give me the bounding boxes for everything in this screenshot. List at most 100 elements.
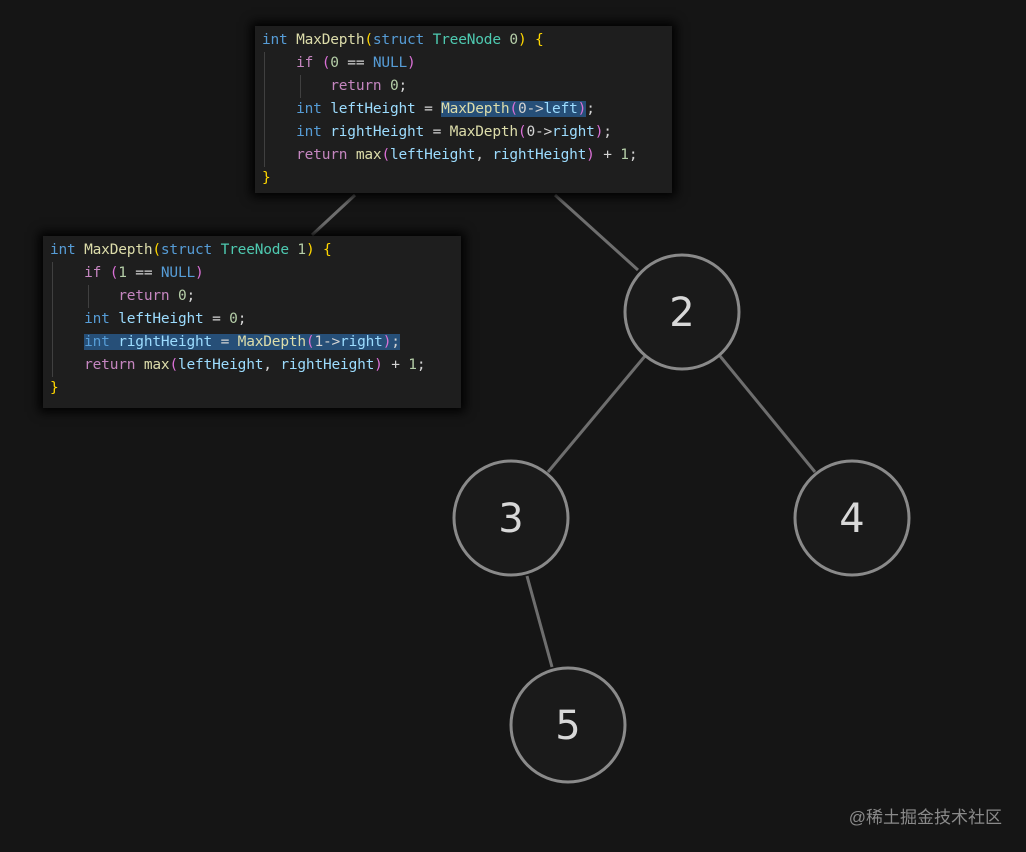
- code-token: ): [407, 55, 416, 71]
- code-line: if (1 == NULL): [50, 262, 454, 285]
- code-token: [262, 55, 296, 71]
- edge-call0-to-call1: [310, 193, 357, 237]
- code-token: int: [84, 334, 110, 350]
- code-token: 1: [620, 147, 629, 163]
- code-token: return: [118, 288, 170, 304]
- tree-node-5: [509, 666, 627, 784]
- code-token: [288, 32, 297, 48]
- code-line: int MaxDepth(struct TreeNode 1) {: [50, 239, 454, 262]
- code-token: [424, 32, 433, 48]
- code-token: 1: [408, 357, 417, 373]
- code-token: [135, 357, 144, 373]
- indent-guide: [52, 331, 53, 354]
- code-token: return: [84, 357, 136, 373]
- node-label: 2: [669, 290, 694, 336]
- code-line: return 0;: [262, 75, 665, 98]
- code-token: int: [50, 242, 76, 258]
- code-line: int rightHeight = MaxDepth(1->right);: [50, 331, 454, 354]
- code-token: (: [509, 101, 518, 117]
- code-token: 0: [177, 288, 187, 304]
- code-token: 0: [330, 55, 339, 71]
- code-token: rightHeight: [118, 334, 213, 350]
- code-token: int: [84, 311, 110, 327]
- edge-call0-to-node-2: [553, 193, 640, 272]
- code-token: (: [152, 242, 161, 258]
- code-token: return: [296, 147, 348, 163]
- code-token: ,: [475, 147, 493, 163]
- code-token: [110, 311, 119, 327]
- code-token: [50, 357, 84, 373]
- code-token: [109, 334, 119, 350]
- code-token: struct: [372, 32, 425, 48]
- indent-guide: [52, 308, 53, 331]
- code-token: ;: [398, 78, 408, 94]
- code-token: ): [594, 124, 604, 140]
- code-token: MaxDepth: [296, 32, 365, 48]
- code-token: [50, 265, 84, 281]
- code-token: ): [382, 334, 392, 350]
- code-line: return max(leftHeight, rightHeight) + 1;: [262, 144, 665, 167]
- code-token: (: [321, 55, 331, 71]
- code-token: leftHeight: [330, 101, 416, 117]
- code-token: (: [109, 265, 119, 281]
- code-token: return: [330, 78, 382, 94]
- code-line: if (0 == NULL): [262, 52, 665, 75]
- code-token: rightHeight: [492, 147, 587, 163]
- code-token: (: [517, 124, 527, 140]
- code-token: MaxDepth: [84, 242, 153, 258]
- code-token: =: [212, 334, 238, 350]
- code-token: right: [340, 334, 383, 350]
- code-token: [76, 242, 85, 258]
- code-token: [381, 78, 390, 94]
- code-token: [313, 55, 322, 71]
- code-line: int MaxDepth(struct TreeNode 0) {: [262, 29, 665, 52]
- code-token: [262, 101, 296, 117]
- indent-guide: [264, 75, 265, 98]
- code-token: MaxDepth: [441, 101, 510, 117]
- code-token: [50, 288, 118, 304]
- edge-2-4: [718, 355, 817, 473]
- code-token: ;: [391, 334, 400, 350]
- code-token: ==: [126, 265, 161, 281]
- code-token: [347, 147, 356, 163]
- node-label: 3: [498, 496, 523, 542]
- code-token: [262, 147, 296, 163]
- code-token: ;: [237, 311, 247, 327]
- tree-node-2: [623, 253, 741, 371]
- code-token: right: [552, 124, 595, 140]
- code-token: leftHeight: [389, 147, 476, 163]
- code-token: [262, 78, 330, 94]
- code-token: int: [262, 32, 288, 48]
- code-token: if: [296, 55, 314, 71]
- edge-3-5: [525, 575, 554, 668]
- code-line: int leftHeight = MaxDepth(0->left);: [262, 98, 665, 121]
- code-token: int: [296, 124, 322, 140]
- code-token: }: [50, 380, 59, 396]
- tree-node-4: [793, 459, 911, 577]
- code-token: MaxDepth: [449, 124, 518, 140]
- code-token: rightHeight: [280, 357, 375, 373]
- code-token: if: [84, 265, 102, 281]
- code-token: max: [143, 357, 170, 373]
- code-token: ;: [186, 288, 196, 304]
- code-token: {: [323, 242, 332, 258]
- code-token: struct: [160, 242, 213, 258]
- code-token: MaxDepth: [237, 334, 306, 350]
- node-label: 5: [555, 703, 580, 749]
- tree-node-3: [452, 459, 570, 577]
- code-token: NULL: [372, 55, 408, 71]
- code-token: left: [543, 101, 578, 117]
- code-token: [50, 334, 84, 350]
- indent-guide: [52, 262, 53, 285]
- watermark: @稀土掘金技术社区: [848, 808, 1002, 827]
- code-line: }: [50, 377, 454, 400]
- code-line: int leftHeight = 0;: [50, 308, 454, 331]
- code-token: ): [586, 147, 595, 163]
- code-token: ): [517, 32, 527, 48]
- code-token: ): [374, 357, 383, 373]
- code-token: [322, 124, 331, 140]
- code-token: [212, 242, 221, 258]
- code-token: }: [262, 170, 271, 186]
- code-token: {: [535, 32, 544, 48]
